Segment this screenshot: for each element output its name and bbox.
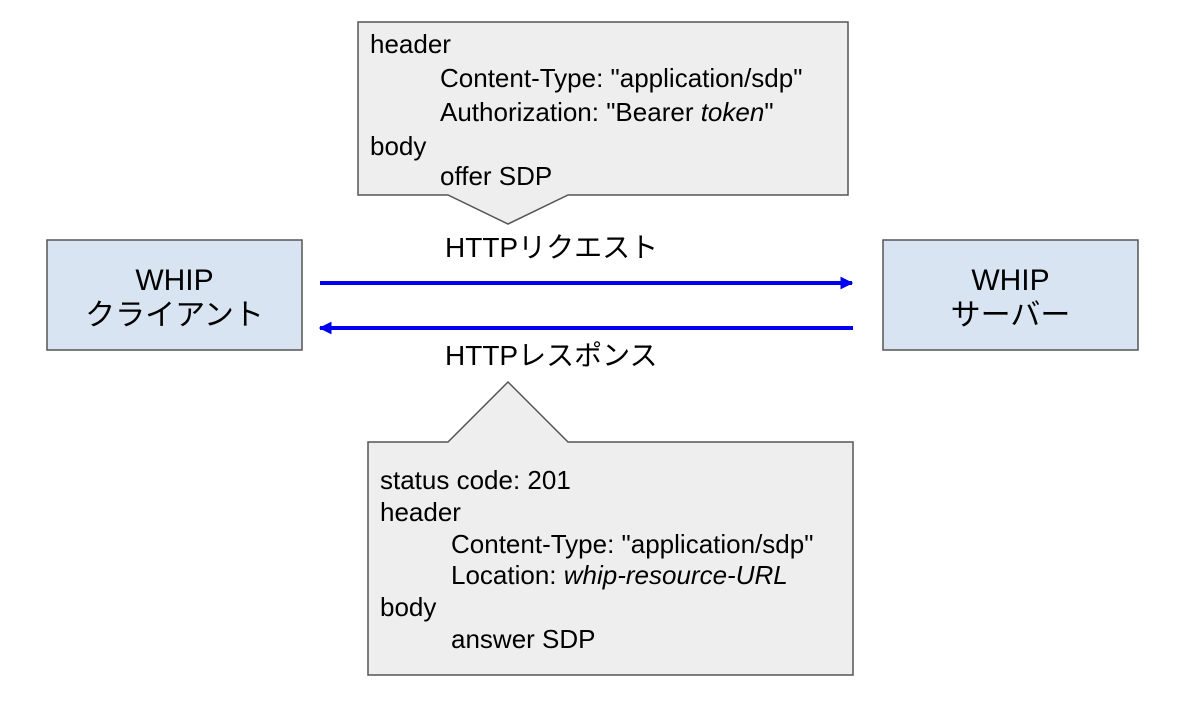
server-label-line2: サーバー bbox=[951, 299, 1071, 332]
request-body-key: body bbox=[370, 131, 426, 161]
response-body-key: body bbox=[380, 592, 436, 622]
server-node: WHIP サーバー bbox=[882, 239, 1139, 351]
client-node: WHIP クライアント bbox=[46, 239, 303, 351]
server-node-box bbox=[882, 239, 1139, 351]
response-location-prefix: Location: bbox=[451, 560, 564, 590]
request-content-type: Content-Type: "application/sdp" bbox=[440, 63, 802, 93]
request-authorization-token: token bbox=[701, 97, 765, 127]
response-status: status code: 201 bbox=[380, 465, 571, 495]
response-location: Location: whip-resource-URL bbox=[451, 560, 788, 590]
request-header-key: header bbox=[370, 29, 451, 59]
request-body-value: offer SDP bbox=[440, 161, 552, 191]
request-callout: header Content-Type: "application/sdp" A… bbox=[357, 21, 849, 225]
request-authorization-prefix: Authorization: "Bearer bbox=[440, 97, 701, 127]
client-label-line2: クライアント bbox=[85, 299, 264, 332]
request-authorization: Authorization: "Bearer token" bbox=[440, 97, 774, 127]
response-callout-shape bbox=[367, 380, 854, 676]
server-label-line1: WHIP bbox=[971, 264, 1049, 297]
client-label-line1: WHIP bbox=[135, 264, 213, 297]
client-node-box bbox=[46, 239, 303, 351]
request-callout-shape bbox=[357, 21, 849, 225]
response-header-key: header bbox=[380, 497, 461, 527]
request-label: HTTPリクエスト bbox=[445, 232, 658, 263]
response-body-value: answer SDP bbox=[451, 624, 596, 654]
response-callout: status code: 201 header Content-Type: "a… bbox=[367, 380, 854, 676]
response-location-value: whip-resource-URL bbox=[564, 560, 788, 590]
response-content-type: Content-Type: "application/sdp" bbox=[451, 529, 813, 559]
request-authorization-suffix: " bbox=[764, 97, 773, 127]
response-label: HTTPレスポンス bbox=[445, 340, 658, 371]
